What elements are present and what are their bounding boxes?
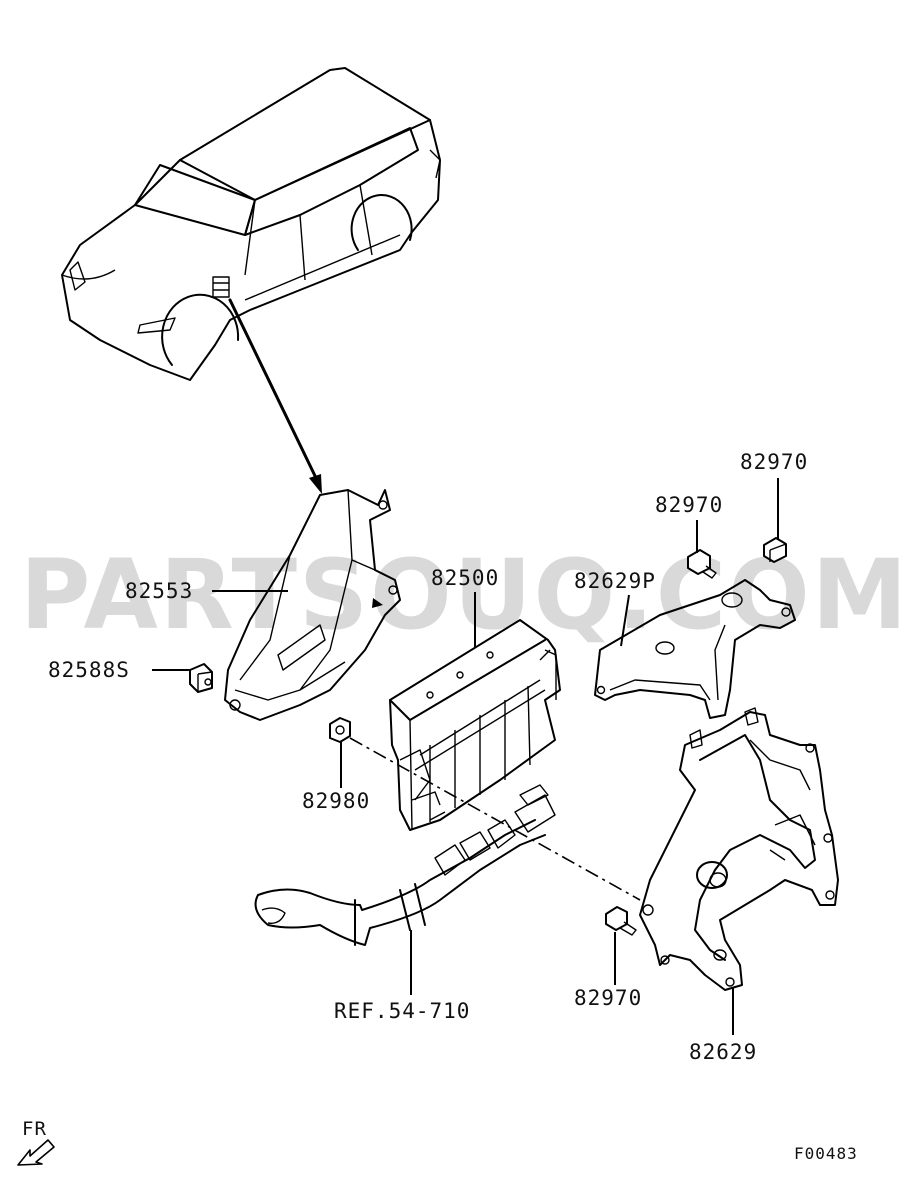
label-82980: 82980 [302, 789, 370, 813]
bolt-82970-top [763, 537, 787, 563]
bolt-82970-bottom [605, 906, 637, 936]
alignment-line [349, 737, 641, 901]
ecu-82500 [389, 619, 561, 831]
wiring-harness [254, 784, 556, 946]
label-82970-top: 82970 [740, 450, 808, 474]
label-82970-bottom: 82970 [574, 986, 642, 1010]
label-82970-mid: 82970 [655, 493, 723, 517]
nut-82980 [329, 717, 351, 743]
label-82629p: 82629P [574, 569, 656, 593]
fr-label: FR [22, 1118, 47, 1140]
leader-lines [152, 478, 779, 1035]
location-arrow [228, 298, 322, 494]
label-82629: 82629 [689, 1040, 757, 1064]
bracket-82629 [639, 707, 839, 991]
label-ref-54-710: REF.54-710 [334, 999, 470, 1023]
arrow-down-left-icon [17, 1139, 55, 1166]
front-direction-indicator: FR [17, 1118, 55, 1166]
label-82500: 82500 [431, 566, 499, 590]
bolt-82588s [189, 663, 213, 693]
label-82553: 82553 [125, 579, 193, 603]
bracket-82629p [594, 579, 796, 719]
bolt-82970-mid [687, 549, 717, 579]
figure-code: F00483 [794, 1144, 858, 1163]
watermark: PARTSOUQ.COM [20, 539, 909, 651]
bracket-82553 [224, 489, 401, 721]
vehicle-illustration [61, 67, 441, 381]
label-82588s: 82588S [48, 658, 130, 682]
